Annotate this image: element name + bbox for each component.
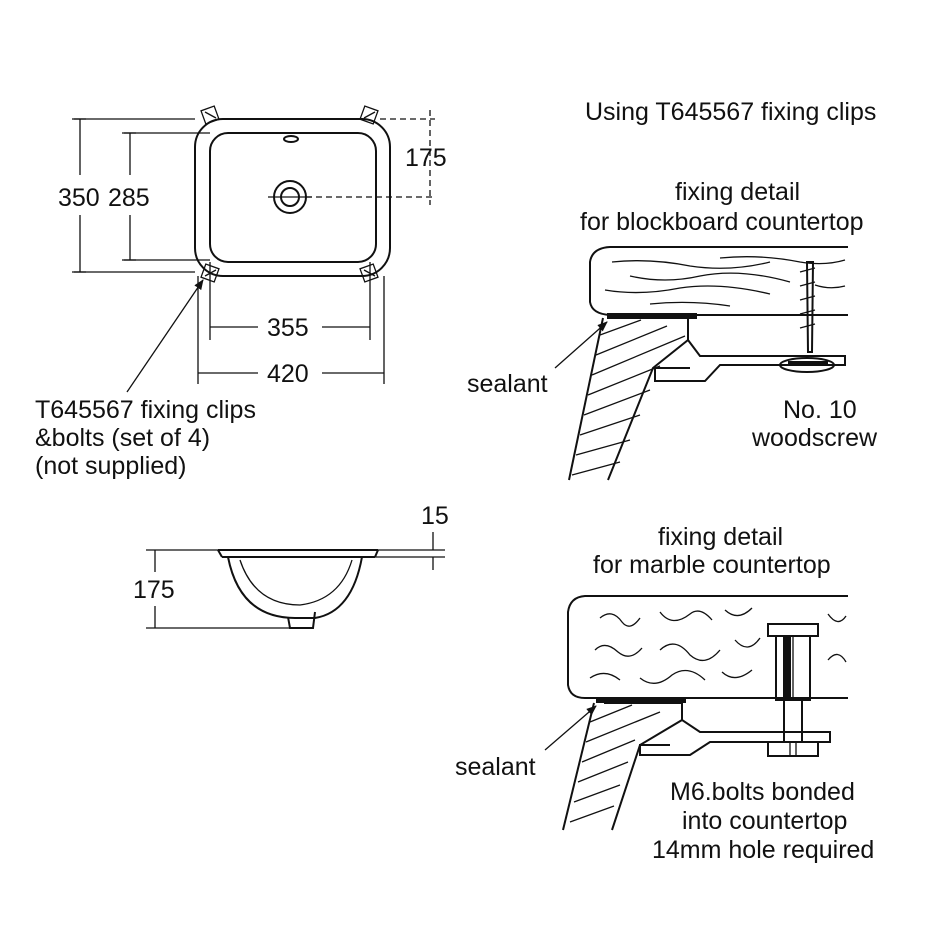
clips-note-line-2: &bolts (set of 4)	[35, 424, 210, 452]
blockboard-heading-2: for blockboard countertop	[580, 208, 864, 236]
dim-outer-width: 420	[267, 360, 309, 388]
dim-outer-depth: 350	[58, 184, 100, 212]
marble-heading-2: for marble countertop	[593, 551, 831, 579]
plan-view: 350 285 175 355 420 T645567 fixing clips…	[35, 105, 447, 480]
bolt-note-line-2: into countertop	[682, 807, 847, 835]
overflow-slot	[283, 135, 299, 143]
fixing-clip-tr	[359, 105, 379, 125]
clips-note-line-3: (not supplied)	[35, 452, 186, 480]
blockboard-detail: fixing detail for blockboard countertop …	[467, 178, 878, 481]
marble-fixing-clip	[639, 698, 831, 756]
screw-note-line-1: No. 10	[783, 396, 857, 424]
marble-detail: fixing detail for marble countertop	[455, 523, 874, 864]
blockboard-countertop	[589, 246, 848, 316]
dim-inner-depth: 285	[108, 184, 150, 212]
marble-basin-wall	[562, 702, 595, 831]
m6-bolt	[767, 623, 819, 757]
dim-rim: 15	[421, 502, 449, 530]
dim-inner-width: 355	[267, 314, 309, 342]
dim-height: 175	[133, 576, 175, 604]
waste-spigot	[287, 611, 316, 629]
side-view: 175 15	[133, 502, 449, 629]
bolt-note-line-3: 14mm hole required	[652, 836, 874, 864]
bolt-note-line-1: M6.bolts bonded	[670, 778, 855, 806]
blockboard-sealant-label: sealant	[467, 370, 548, 398]
marble-sealant-label: sealant	[455, 753, 536, 781]
page-title: Using T645567 fixing clips	[585, 98, 876, 126]
dim-waste-offset: 175	[405, 144, 447, 172]
blockboard-basin-wall	[568, 317, 604, 481]
marble-countertop	[567, 595, 848, 699]
screw-note-line-2: woodscrew	[751, 424, 878, 452]
blockboard-fixing-clip	[654, 315, 846, 382]
clips-note-line-1: T645567 fixing clips	[35, 396, 256, 424]
blockboard-heading-1: fixing detail	[675, 178, 800, 206]
fixing-clip-tl	[200, 105, 220, 125]
woodscrew	[805, 261, 815, 353]
basin-bowl-profile	[227, 556, 363, 619]
marble-heading-1: fixing detail	[658, 523, 783, 551]
